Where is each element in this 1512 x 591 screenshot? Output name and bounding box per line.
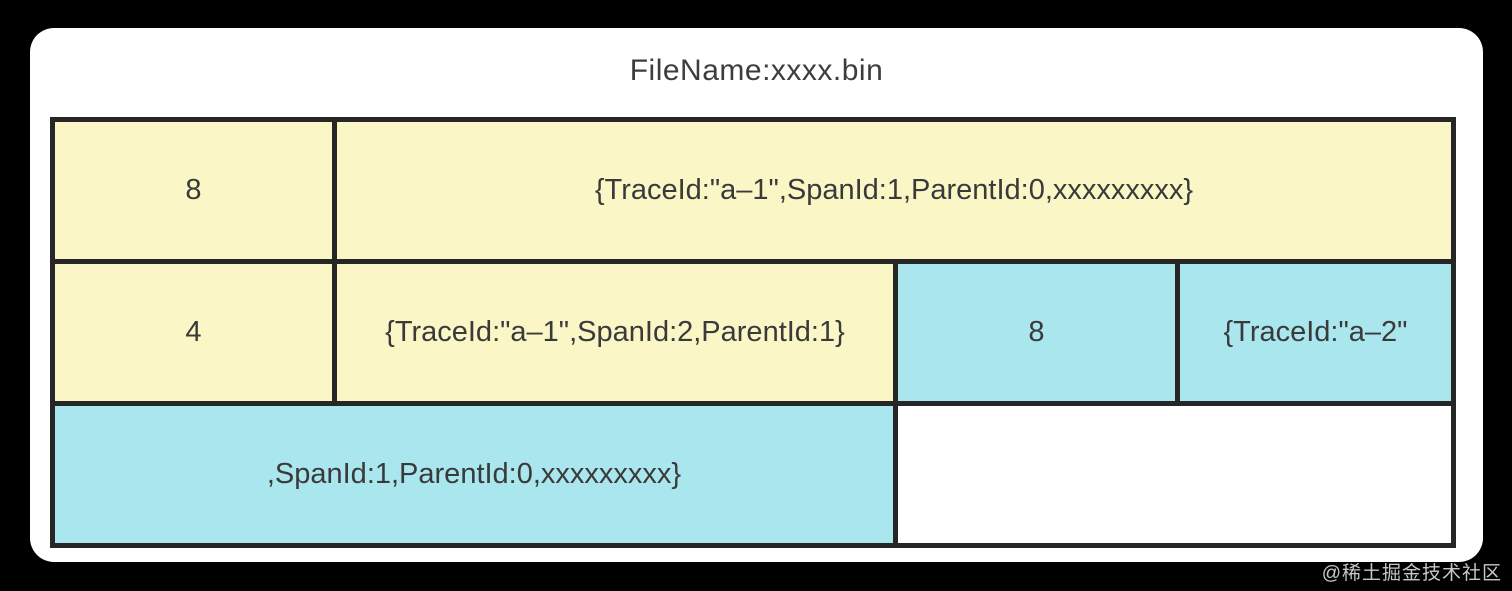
- cell-row3-empty: [897, 406, 1451, 543]
- watermark-text: @稀土掘金技术社区: [1321, 563, 1502, 584]
- cell-row2-record-span2: {TraceId:"a–1",SpanId:2,ParentId:1}: [336, 264, 893, 401]
- diagram-card: FileName:xxxx.bin 8 {TraceId:"a–1",SpanI…: [30, 28, 1483, 562]
- cell-row2-length: 4: [55, 264, 332, 401]
- binary-file-layout-table: 8 {TraceId:"a–1",SpanId:1,ParentId:0,xxx…: [50, 117, 1456, 548]
- file-name-title: FileName:xxxx.bin: [629, 54, 884, 87]
- cell-row3-record-a2-continuation: ,SpanId:1,ParentId:0,xxxxxxxxx}: [55, 406, 893, 543]
- cell-row2-record-a2-start: {TraceId:"a–2": [1179, 264, 1451, 401]
- cell-row1-record-span1: {TraceId:"a–1",SpanId:1,ParentId:0,xxxxx…: [336, 122, 1451, 259]
- cell-row2-length-a2: 8: [897, 264, 1175, 401]
- cell-row1-length: 8: [55, 122, 332, 259]
